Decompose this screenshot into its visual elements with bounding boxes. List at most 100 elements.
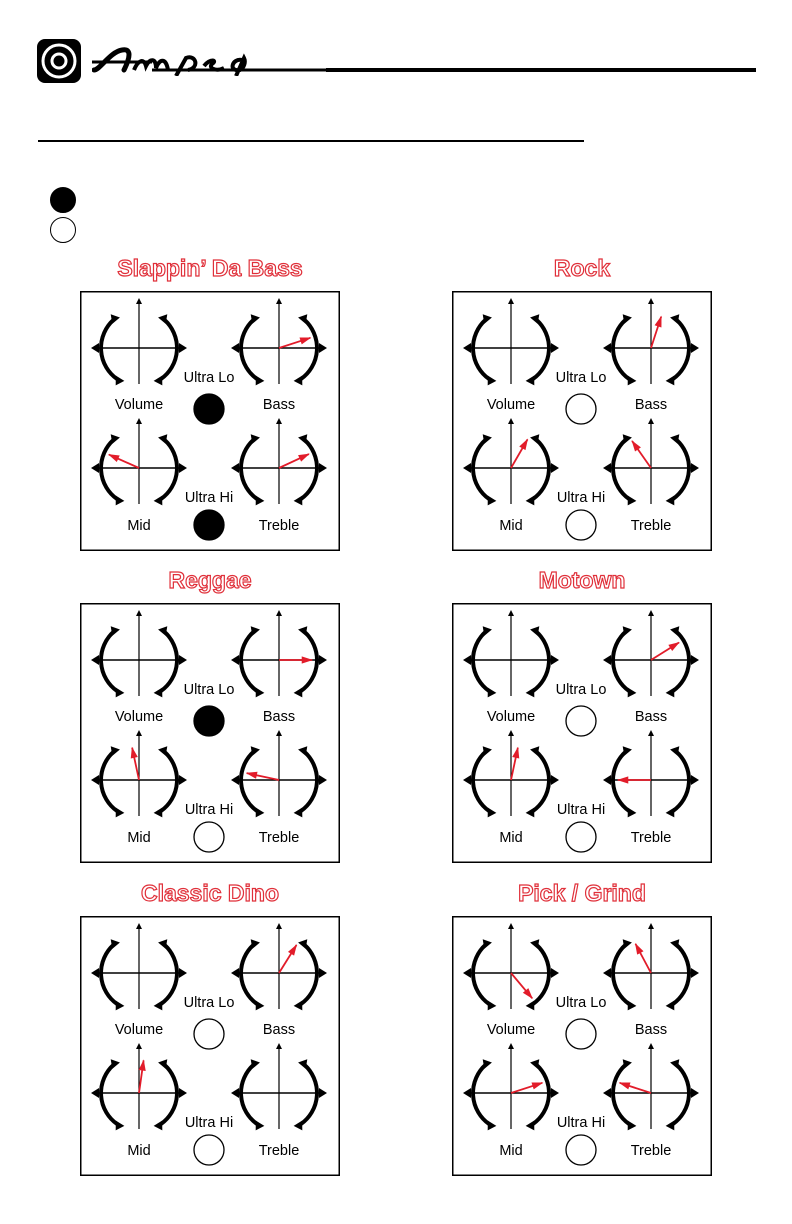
scale-tick [153,1120,163,1131]
needle-arrowhead-icon [654,315,662,328]
volume-knob [91,610,187,698]
scale-tick [255,687,265,698]
scale-arc-right [299,438,319,501]
volume-label: Volume [487,709,535,725]
mid-knob [463,1043,559,1131]
scale-tick [158,746,168,756]
ultra-lo-switch [193,705,225,737]
ultra-lo-label: Ultra Lo [556,682,607,698]
scale-tick [622,746,632,756]
scale-tick [293,495,303,506]
scale-arc-left [99,630,119,693]
ultra-hi-switch [193,821,225,853]
ultra-hi-switch [565,509,597,541]
arrow-left-icon [603,968,611,978]
scale-arc-right [299,943,319,1006]
top-marker-icon [276,418,282,424]
scale-tick [158,434,168,444]
scale-arc-right [531,1063,551,1126]
top-marker-icon [276,610,282,616]
scale-arc-right [299,1063,319,1126]
top-marker-icon [136,1043,142,1049]
arrow-right-icon [319,463,327,473]
bass-knob [231,610,327,698]
scale-tick [487,1120,497,1131]
treble-knob [231,730,327,818]
volume-knob [91,923,187,1011]
arrow-right-icon [551,1088,559,1098]
scale-arc-right [671,943,691,1006]
section-divider [38,140,584,142]
treble-knob [231,1043,327,1131]
scale-tick [627,807,637,818]
scale-tick [487,375,497,386]
arrow-right-icon [319,968,327,978]
scale-tick [255,495,265,506]
preset-title: Classic Dino [140,879,280,906]
needle-arrowhead-icon [138,1059,146,1072]
treble-knob [603,418,699,506]
ultra-lo-switch [565,705,597,737]
scale-arc-right [531,630,551,693]
scale-tick [482,434,492,444]
ultra-hi-switch [193,1134,225,1166]
legend-empty-circle-icon [50,217,76,243]
bass-knob [603,610,699,698]
needle-arrowhead-icon [522,988,533,1000]
scale-arc-left [611,318,631,381]
top-marker-icon [136,418,142,424]
arrow-right-icon [551,655,559,665]
top-marker-icon [648,1043,654,1049]
mid-knob [91,730,187,818]
scale-tick [250,1059,260,1069]
top-marker-icon [648,730,654,736]
scale-tick [525,807,535,818]
scale-tick [525,495,535,506]
arrow-left-icon [91,655,99,665]
scale-arc-left [471,318,491,381]
scale-tick [153,687,163,698]
scale-tick [622,626,632,636]
scale-arc-left [239,630,259,693]
arrow-left-icon [231,655,239,665]
arrow-left-icon [463,655,471,665]
scale-tick [530,314,540,324]
arrow-right-icon [179,655,187,665]
scale-tick [153,1000,163,1011]
scale-tick [622,1059,632,1069]
arrow-right-icon [551,968,559,978]
mid-label: Mid [499,830,522,846]
volume-label: Volume [115,709,163,725]
volume-label: Volume [487,1022,535,1038]
arrow-right-icon [551,463,559,473]
header-rule [326,68,756,72]
needle-arrowhead-icon [287,944,298,956]
ampeg-logo-wordmark [92,47,326,76]
treble-knob [603,730,699,818]
needle-arrowhead-icon [299,337,312,345]
scale-tick [110,1059,120,1069]
scale-arc-right [159,438,179,501]
top-marker-icon [276,923,282,929]
arrow-left-icon [463,343,471,353]
volume-knob [463,610,559,698]
ultra-lo-label: Ultra Lo [556,995,607,1011]
mid-knob [463,730,559,818]
bass-label: Bass [263,709,295,725]
scale-tick [293,687,303,698]
treble-label: Treble [631,518,672,534]
ultra-hi-label: Ultra Hi [557,1115,605,1131]
scale-tick [627,495,637,506]
scale-tick [115,1000,125,1011]
scale-arc-left [239,943,259,1006]
arrow-right-icon [179,343,187,353]
top-marker-icon [136,610,142,616]
scale-tick [250,434,260,444]
legend-filled-circle-icon [50,187,76,213]
arrow-left-icon [91,968,99,978]
scale-arc-right [159,943,179,1006]
scale-tick [250,626,260,636]
scale-arc-right [531,943,551,1006]
